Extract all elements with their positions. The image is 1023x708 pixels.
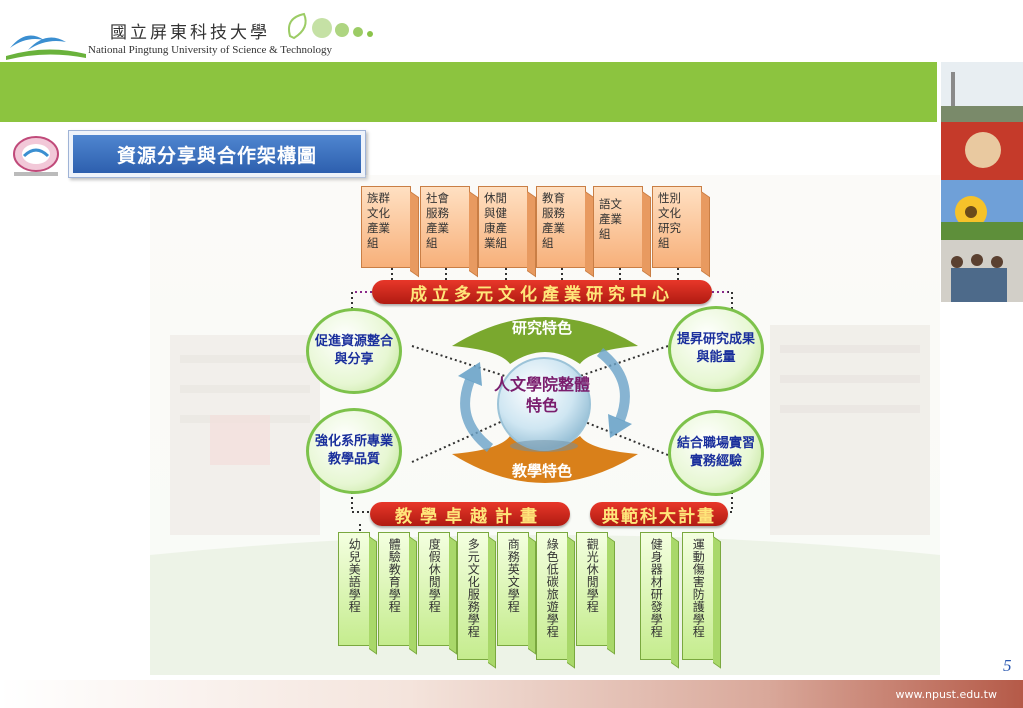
group-line: 組 bbox=[658, 236, 670, 250]
program-label: 綠色低碳旅遊學程 bbox=[545, 538, 560, 638]
program-box: 度假休閒學程 bbox=[418, 532, 457, 655]
group-line: 產業 bbox=[542, 221, 565, 235]
teaching-excellence-banner: 教學卓越計畫 bbox=[370, 502, 570, 527]
group-line: 產業 bbox=[367, 221, 390, 235]
group-line: 組 bbox=[367, 236, 379, 250]
circle-resource-sharing: 促進資源整合與分享 bbox=[306, 308, 402, 394]
group-line: 與健 bbox=[484, 206, 507, 220]
circle-workplace-internship: 結合職場實習實務經驗 bbox=[668, 410, 764, 496]
program-box: 商務英文學程 bbox=[497, 532, 536, 655]
group-line: 組 bbox=[426, 236, 438, 250]
group-line: 語文 bbox=[599, 197, 622, 211]
program-box: 多元文化服務學程 bbox=[457, 532, 496, 669]
group-box-education-service: 教育 服務 產業 組 bbox=[536, 186, 594, 278]
group-line: 服務 bbox=[542, 206, 565, 220]
footer-url: www.npust.edu.tw bbox=[895, 688, 997, 701]
footer-bar bbox=[0, 680, 1023, 708]
group-box-ethnic-culture: 族群 文化 產業 組 bbox=[361, 186, 419, 278]
program-box: 健身器材研發學程 bbox=[640, 532, 679, 669]
program-box: 綠色低碳旅遊學程 bbox=[536, 532, 575, 669]
group-line: 休閒 bbox=[484, 191, 507, 205]
program-label: 幼兒美語學程 bbox=[347, 538, 362, 613]
group-box-language: 語文 產業 組 bbox=[593, 186, 651, 278]
college-core-feature-label: 人文學院整體特色 bbox=[493, 375, 590, 415]
program-box: 觀光休閒學程 bbox=[576, 532, 615, 655]
program-label: 體驗教育學程 bbox=[387, 538, 402, 613]
group-line: 康產 bbox=[484, 221, 507, 235]
program-label: 運動傷害防護學程 bbox=[691, 538, 706, 638]
circle-research-output: 提昇研究成果與能量 bbox=[668, 306, 764, 392]
group-line: 業組 bbox=[484, 236, 507, 250]
page-number: 5 bbox=[1003, 656, 1012, 675]
group-line: 組 bbox=[599, 227, 611, 241]
group-box-social-service: 社會 服務 產業 組 bbox=[420, 186, 478, 278]
header-green-bar bbox=[0, 62, 937, 122]
program-box: 幼兒美語學程 bbox=[338, 532, 377, 655]
page-title: 資源分享與合作架構圖 bbox=[73, 135, 361, 173]
center-diagram bbox=[452, 317, 638, 483]
group-line: 研究 bbox=[658, 221, 681, 235]
group-line: 產業 bbox=[599, 212, 622, 226]
leaf-decoration-icon bbox=[288, 12, 373, 40]
university-name-en: National Pingtung University of Science … bbox=[88, 44, 333, 56]
group-line: 組 bbox=[542, 236, 554, 250]
research-center-banner: 成立多元文化產業研究中心 bbox=[372, 280, 712, 305]
program-label: 多元文化服務學程 bbox=[466, 538, 481, 638]
group-box-leisure-health: 休閒 與健 康產 業組 bbox=[478, 186, 536, 278]
group-line: 服務 bbox=[426, 206, 449, 220]
college-seal-icon bbox=[13, 136, 59, 176]
program-label: 觀光休閒學程 bbox=[585, 538, 600, 613]
program-box: 體驗教育學程 bbox=[378, 532, 417, 655]
photo-strip bbox=[941, 62, 1023, 302]
program-label: 健身器材研發學程 bbox=[649, 538, 664, 638]
program-label: 度假休閒學程 bbox=[427, 538, 442, 613]
teaching-feature-label: 教學特色 bbox=[511, 462, 572, 480]
university-name-cn: 國立屏東科技大學 bbox=[110, 23, 270, 43]
program-label: 商務英文學程 bbox=[506, 538, 521, 613]
program-box: 運動傷害防護學程 bbox=[682, 532, 721, 669]
model-university-banner: 典範科大計畫 bbox=[590, 502, 728, 527]
group-line: 性別 bbox=[658, 191, 681, 205]
group-line: 文化 bbox=[367, 206, 390, 220]
group-line: 文化 bbox=[658, 206, 681, 220]
group-line: 教育 bbox=[542, 191, 565, 205]
circle-teaching-quality: 強化系所專業教學品質 bbox=[306, 408, 402, 494]
group-box-gender-culture: 性別 文化 研究 組 bbox=[652, 186, 710, 278]
research-feature-label: 研究特色 bbox=[511, 319, 572, 337]
group-line: 族群 bbox=[367, 191, 390, 205]
university-logo-icon bbox=[6, 35, 86, 60]
group-line: 產業 bbox=[426, 221, 449, 235]
group-line: 社會 bbox=[426, 191, 449, 205]
title-box: 資源分享與合作架構圖 bbox=[68, 130, 366, 178]
